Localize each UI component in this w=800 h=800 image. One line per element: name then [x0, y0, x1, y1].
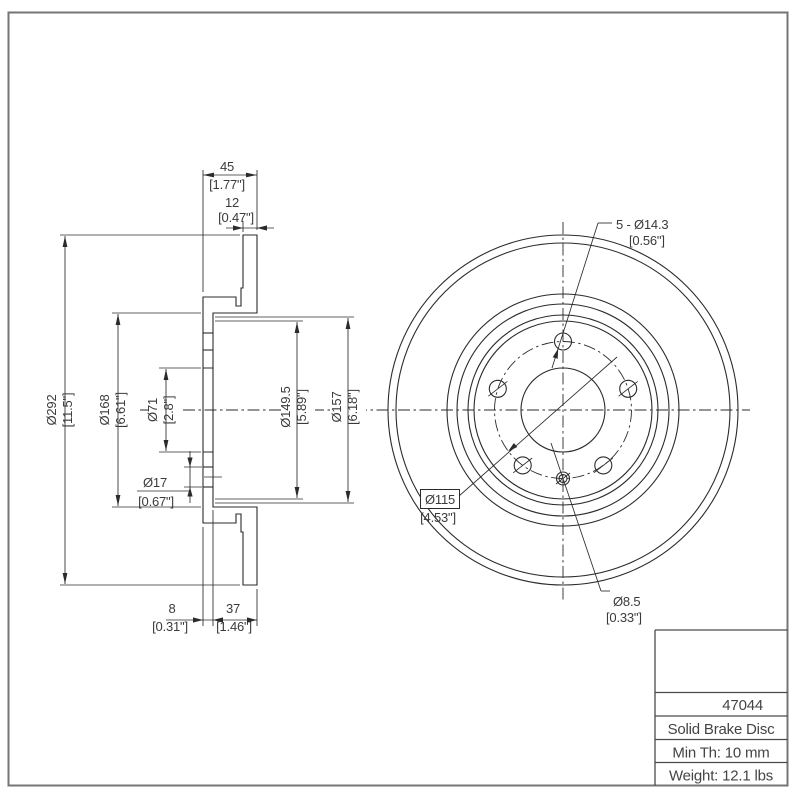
dim-hat-depth-mm: 37	[226, 601, 240, 616]
set-screw-hole-chamfer	[555, 471, 571, 486]
weight: Weight: 12.1 lbs	[669, 768, 773, 785]
dim-hat-width-in: [1.77"]	[209, 177, 245, 192]
dim-outer-diameter-mm: Ø292	[44, 394, 59, 425]
bolt-hole	[513, 456, 532, 475]
min-thickness: Min Th: 10 mm	[672, 745, 769, 762]
screw-hole-label-mm: Ø8.5	[613, 594, 640, 609]
dim-outer-diameter-in: [11.5"]	[60, 393, 75, 428]
dim-disc-thickness-mm: 12	[225, 195, 239, 210]
extension-lines	[60, 170, 354, 626]
dim-pilot-step1-in: [5.89"]	[294, 389, 309, 425]
disc-circles	[387, 234, 739, 586]
title-block-grid	[654, 629, 788, 786]
title-block: 47044 Solid Brake Disc Min Th: 10 mm Wei…	[654, 629, 788, 786]
bolt-holes-label-mm: 5 - Ø14.3	[616, 217, 668, 232]
dim-hat-diameter-mm: Ø168	[97, 394, 112, 425]
dim-hat-width-mm: 45	[220, 159, 234, 174]
bolt-holes-label-in: [0.56"]	[629, 233, 665, 248]
screw-hole-label-in: [0.33"]	[606, 610, 642, 625]
leader-arrowhead	[552, 348, 559, 359]
dim-disc-thickness-in: [0.47"]	[218, 210, 254, 225]
leader-lines	[458, 222, 618, 592]
dim-pilot-step1-mm: Ø149.5	[278, 386, 293, 427]
bolt-circle-label-box	[420, 489, 460, 509]
part-number: 47044	[722, 697, 763, 714]
bolt-circle-label-mm: Ø115	[425, 492, 455, 507]
dimension-arrowheads	[187, 225, 267, 623]
dim-pilot-step2-in: [6.18"]	[345, 389, 360, 425]
front-view: 5 - Ø14.3 [0.56"] Ø115 [4.53"] Ø8.5 [0.3…	[387, 217, 739, 625]
disc-outer-circle	[387, 234, 739, 586]
center-bore-circle	[520, 367, 606, 453]
dim-center-bore-in: [2.8"]	[161, 396, 176, 425]
bolt-hole	[594, 456, 613, 475]
leader-arrowhead	[508, 443, 518, 452]
dim-center-bore-mm: Ø71	[145, 398, 160, 422]
disc-chamfer-circle	[395, 242, 731, 578]
bolt-hole	[488, 379, 507, 398]
dim-flange-thickness-mm: 8	[168, 601, 175, 616]
dim-hat-depth-in: [1.46"]	[216, 619, 252, 634]
hat-outer-circle	[456, 303, 670, 517]
dim-hole-diameter-mm: Ø17	[143, 475, 167, 490]
set-screw-hole	[558, 473, 568, 484]
bolt-circle	[494, 341, 632, 479]
dim-pilot-step2-mm: Ø157	[329, 391, 344, 422]
screw-hole-section	[203, 466, 222, 488]
bolt-hole	[619, 379, 638, 398]
section-view: Ø292 [11.5"] Ø168 [6.61"] Ø71 [2.8"] Ø14…	[44, 159, 750, 634]
pilot-step2-circle	[467, 314, 659, 506]
dim-flange-thickness-in: [0.31"]	[152, 619, 188, 634]
product-type: Solid Brake Disc	[668, 721, 776, 738]
braking-surface-inner-circle	[446, 293, 680, 527]
dimension-lines	[62, 172, 351, 621]
bolt-circle-label-in: [4.53"]	[420, 510, 456, 525]
drawing-frame	[7, 11, 789, 787]
dim-hat-diameter-in: [6.61"]	[113, 392, 128, 428]
pilot-step1-circle	[473, 320, 653, 500]
dim-hole-diameter-in: [0.67"]	[138, 494, 174, 509]
bolt-hole-section	[203, 332, 213, 351]
